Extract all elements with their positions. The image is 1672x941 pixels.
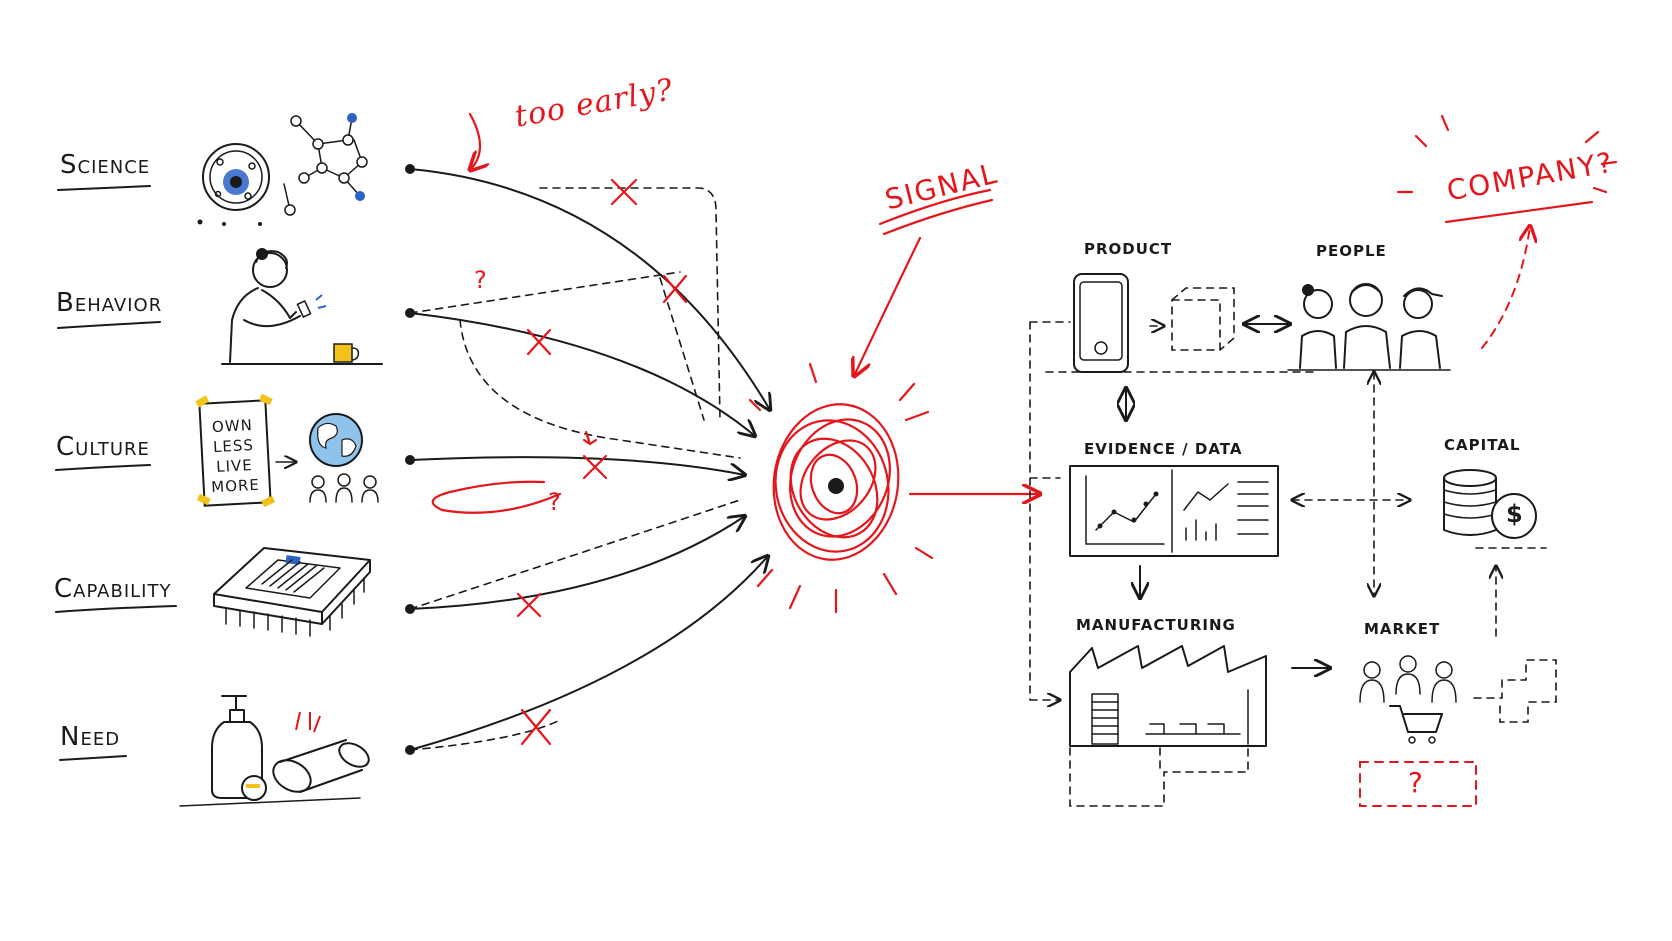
label-market: Market xyxy=(1364,620,1441,638)
too-early-arrow xyxy=(470,112,480,170)
company-underline xyxy=(1444,200,1594,224)
label-science: Science xyxy=(60,150,151,180)
label-capital: Capital xyxy=(1444,436,1521,454)
globe-icon xyxy=(309,413,363,467)
label-product: Product xyxy=(1084,240,1173,258)
signal-scribble xyxy=(772,403,900,561)
empty-box-icon xyxy=(1171,287,1235,351)
label-capability: Capability xyxy=(54,574,172,604)
label-people: People xyxy=(1316,242,1387,260)
signal-underline xyxy=(878,188,994,236)
crowd-icon xyxy=(309,473,379,503)
mug-icon xyxy=(333,343,360,363)
dashboard-icon xyxy=(1069,465,1279,557)
factory-icon xyxy=(1069,645,1267,807)
coins-icon xyxy=(1443,469,1547,549)
shopping-cart-icon xyxy=(1359,655,1457,744)
team-icon xyxy=(1287,283,1451,371)
question-mark: ? xyxy=(548,488,562,516)
company-rays xyxy=(1396,114,1618,194)
poster-icon xyxy=(195,393,276,508)
person-phone-icon xyxy=(221,248,383,365)
question-mark: ? xyxy=(474,266,488,294)
signal-arrow xyxy=(854,236,922,376)
phone-device-icon xyxy=(1045,273,1319,373)
soap-bottle-icon xyxy=(211,695,267,801)
source-underlines xyxy=(55,185,177,761)
dollar-icon: $ xyxy=(1506,500,1524,528)
unknown-box xyxy=(1359,761,1477,807)
label-culture: Culture xyxy=(56,432,150,462)
poster-text: OWN LESS LIVE MORE xyxy=(202,414,266,497)
label-evidence: Evidence / Data xyxy=(1084,440,1243,458)
label-behavior: Behavior xyxy=(56,288,163,318)
cell-icon xyxy=(197,143,270,226)
red-x-marks xyxy=(516,178,688,746)
can-icon xyxy=(179,711,370,807)
poster-line: MORE xyxy=(210,475,261,497)
chip-icon xyxy=(213,547,371,637)
converging-paths xyxy=(409,168,770,751)
signal-rays xyxy=(748,362,934,614)
unknown-label: ? xyxy=(1408,766,1424,799)
loop-scribble xyxy=(431,480,562,514)
dead-end-paths xyxy=(409,187,741,751)
label-manufacturing: Manufacturing xyxy=(1076,616,1236,634)
molecule-icon xyxy=(283,113,368,216)
company-arrow xyxy=(1481,226,1530,349)
label-need: Need xyxy=(60,722,121,752)
